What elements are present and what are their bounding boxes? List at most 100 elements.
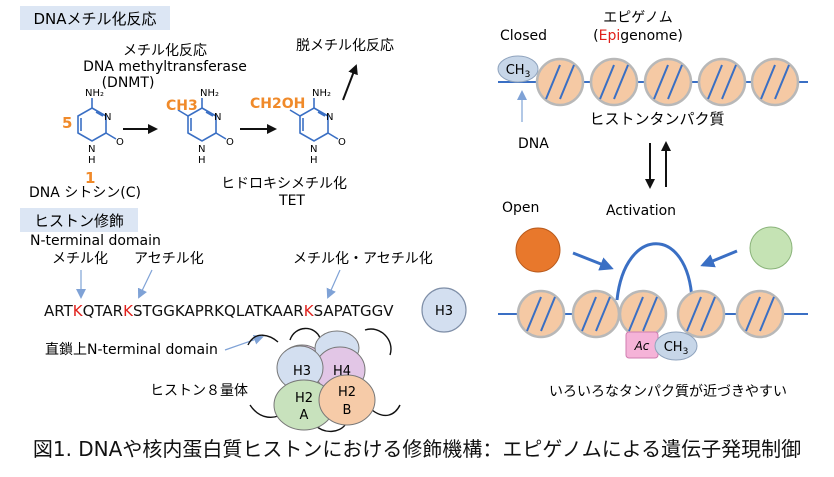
dna-cytosine-label: DNA シトシン(C)	[29, 185, 141, 201]
hydroxymethylcytosine-molecule	[289, 98, 339, 142]
hydroxymethyl-nh-label: N	[310, 144, 317, 155]
proteins-access-label: いろいろなタンパク質が近づきやすい	[549, 384, 787, 400]
demethylation-text: 脱メチル化反応	[296, 38, 394, 54]
methyl-h-label: H	[198, 155, 206, 166]
methylation-reaction-text: メチル化反応	[123, 43, 207, 59]
cytosine-o-label: O	[116, 137, 124, 148]
dna-methylation-label-bg	[20, 6, 170, 30]
octamer-h3-label: H3	[293, 364, 311, 379]
n-terminal-domain-label: N-terminal domain	[30, 233, 161, 249]
linear-nterm-arrow	[224, 334, 264, 351]
hydroxymethyl-nh2-label: NH₂	[312, 88, 331, 99]
open-dna-loop	[615, 242, 694, 301]
closed-nucleosome-3-dna-wrap-0	[707, 64, 723, 100]
closed-nucleosome-0-dna-wrap-0	[545, 64, 561, 100]
closed-nucleosome-3-dna-wrap-1	[721, 64, 737, 100]
closed-ch3-marker	[497, 55, 539, 83]
histone-modification-label: ヒストン修飾	[34, 212, 124, 230]
closed-label: Closed	[500, 28, 547, 44]
cytosine-h-label: H	[88, 155, 96, 166]
sequence-segment-5: K	[304, 302, 315, 320]
octamer-h2b-label-2: B	[343, 403, 352, 418]
closed-ch3-label: CH3	[506, 63, 531, 80]
sequence-segment-2: QTAR	[83, 302, 124, 320]
methyl-o-label: O	[226, 137, 234, 148]
octamer-h2a-label-2: A	[300, 408, 309, 423]
closed-nucleosome-0-dna-wrap-1	[559, 64, 575, 100]
closed-nucleosome-1-dna-wrap-1	[613, 64, 629, 100]
tet-text: TET	[278, 193, 305, 209]
demethylation-arrow	[342, 64, 358, 101]
position-5-label: 5	[62, 114, 72, 132]
cytosine-nh-label: N	[88, 144, 95, 155]
sequence-segment-1: K	[73, 302, 84, 320]
open-ch3-marker	[654, 331, 698, 361]
histone-octamer	[247, 327, 401, 433]
open-nucleosome-4-dna-wrap-1	[759, 296, 775, 332]
hydroxymethyl-n-label: N	[326, 112, 333, 123]
open-nucleosomes	[516, 289, 785, 339]
linear-nterm-label: 直鎖上N-terminal domain	[45, 341, 218, 358]
methyl-n-label: N	[214, 112, 221, 123]
methyl-acetyl-site-label: メチル化・アセチル化	[293, 251, 433, 267]
open-nucleosome-0-dna-wrap-1	[540, 296, 556, 332]
hydroxymethyl-h-label: H	[310, 155, 318, 166]
closed-nucleosome-4-dna-wrap-1	[774, 64, 790, 100]
dnmt-name-text: DNA methyltransferase	[83, 59, 247, 75]
activation-label: Activation	[606, 203, 676, 219]
cytosine-molecule	[77, 98, 117, 142]
h3-tail-ball	[421, 287, 467, 333]
orange-protein-arrow	[572, 251, 614, 271]
closed-nucleosome-4-dna-wrap-0	[760, 64, 776, 100]
acetylation-site-label: アセチル化	[134, 251, 204, 267]
closed-nucleosomes	[535, 57, 800, 107]
methylcytosine-molecule	[177, 98, 227, 142]
octamer-h4-label: H4	[333, 364, 351, 379]
methyl-nh2-label: NH₂	[200, 88, 219, 99]
hydroxymethyl-ch2oh-label: CH2OH	[250, 96, 305, 112]
open-nucleosome-3-dna-wrap-1	[700, 296, 716, 332]
orange-protein	[515, 227, 561, 273]
dnmt-abbr-text: (DNMT)	[102, 75, 155, 91]
hydroxymethylation-text: ヒドロキシメチル化	[221, 176, 347, 192]
open-nucleosome-1-dna-wrap-0	[581, 296, 597, 332]
dna-label: DNA	[518, 136, 549, 152]
open-nucleosome-3-dna-wrap-0	[686, 296, 702, 332]
acetylation-site-arrow	[137, 269, 153, 299]
sequence-segment-0: ART	[44, 302, 74, 320]
open-ch3-label: CH3	[664, 340, 689, 357]
open-label: Open	[502, 200, 539, 216]
hydroxymethyl-o-label: O	[338, 137, 346, 148]
h3-tail-ball-label: H3	[435, 304, 453, 319]
open-nucleosome-0-dna-wrap-0	[526, 296, 542, 332]
closed-nucleosome-2-dna-wrap-1	[667, 64, 683, 100]
closed-nucleosome-2-dna-wrap-0	[653, 64, 669, 100]
methylation-site-label: メチル化	[52, 251, 108, 267]
open-nucleosome-2-dna-wrap-1	[642, 296, 658, 332]
histone-modification-label-bg	[20, 208, 138, 232]
methyl-ch3-label: CH3	[166, 98, 198, 114]
dna-methylation-label: DNAメチル化反応	[33, 10, 156, 28]
sequence-segment-6: SAPATGGV	[314, 302, 395, 320]
green-protein	[749, 226, 793, 270]
methyl-acetyl-site-arrow	[326, 269, 341, 299]
cytosine-nh2-label: NH₂	[85, 88, 104, 99]
acetyl-marker-label: Ac	[634, 339, 650, 353]
histone-octamer-label: ヒストン８量体	[150, 383, 248, 399]
green-protein-arrow	[700, 249, 738, 268]
octamer-h2a-label-1: H2	[295, 391, 313, 406]
cytosine-n-label: N	[104, 112, 111, 123]
open-nucleosome-4-dna-wrap-0	[745, 296, 761, 332]
octamer-h2b-label-1: H2	[338, 385, 356, 400]
histone-tail-sequence: ARTKQTARKSTGGKAPRKQLATKAARKSAPATGGV	[44, 302, 394, 320]
closed-nucleosome-1-dna-wrap-0	[599, 64, 615, 100]
open-nucleosome-2-dna-wrap-0	[628, 296, 644, 332]
histone-protein-label: ヒストンタンパク質	[589, 110, 724, 128]
position-1-label: 1	[85, 169, 95, 187]
figure-caption: 図1. DNAや核内蛋白質ヒストンにおける修飾機構：エピゲノムによる遺伝子発現制…	[32, 437, 802, 461]
open-nucleosome-1-dna-wrap-1	[595, 296, 611, 332]
epigenome-subtitle: (Epigenome)	[593, 28, 683, 44]
epigenome-title: エピゲノム	[603, 10, 673, 26]
sequence-segment-3: K	[123, 302, 134, 320]
